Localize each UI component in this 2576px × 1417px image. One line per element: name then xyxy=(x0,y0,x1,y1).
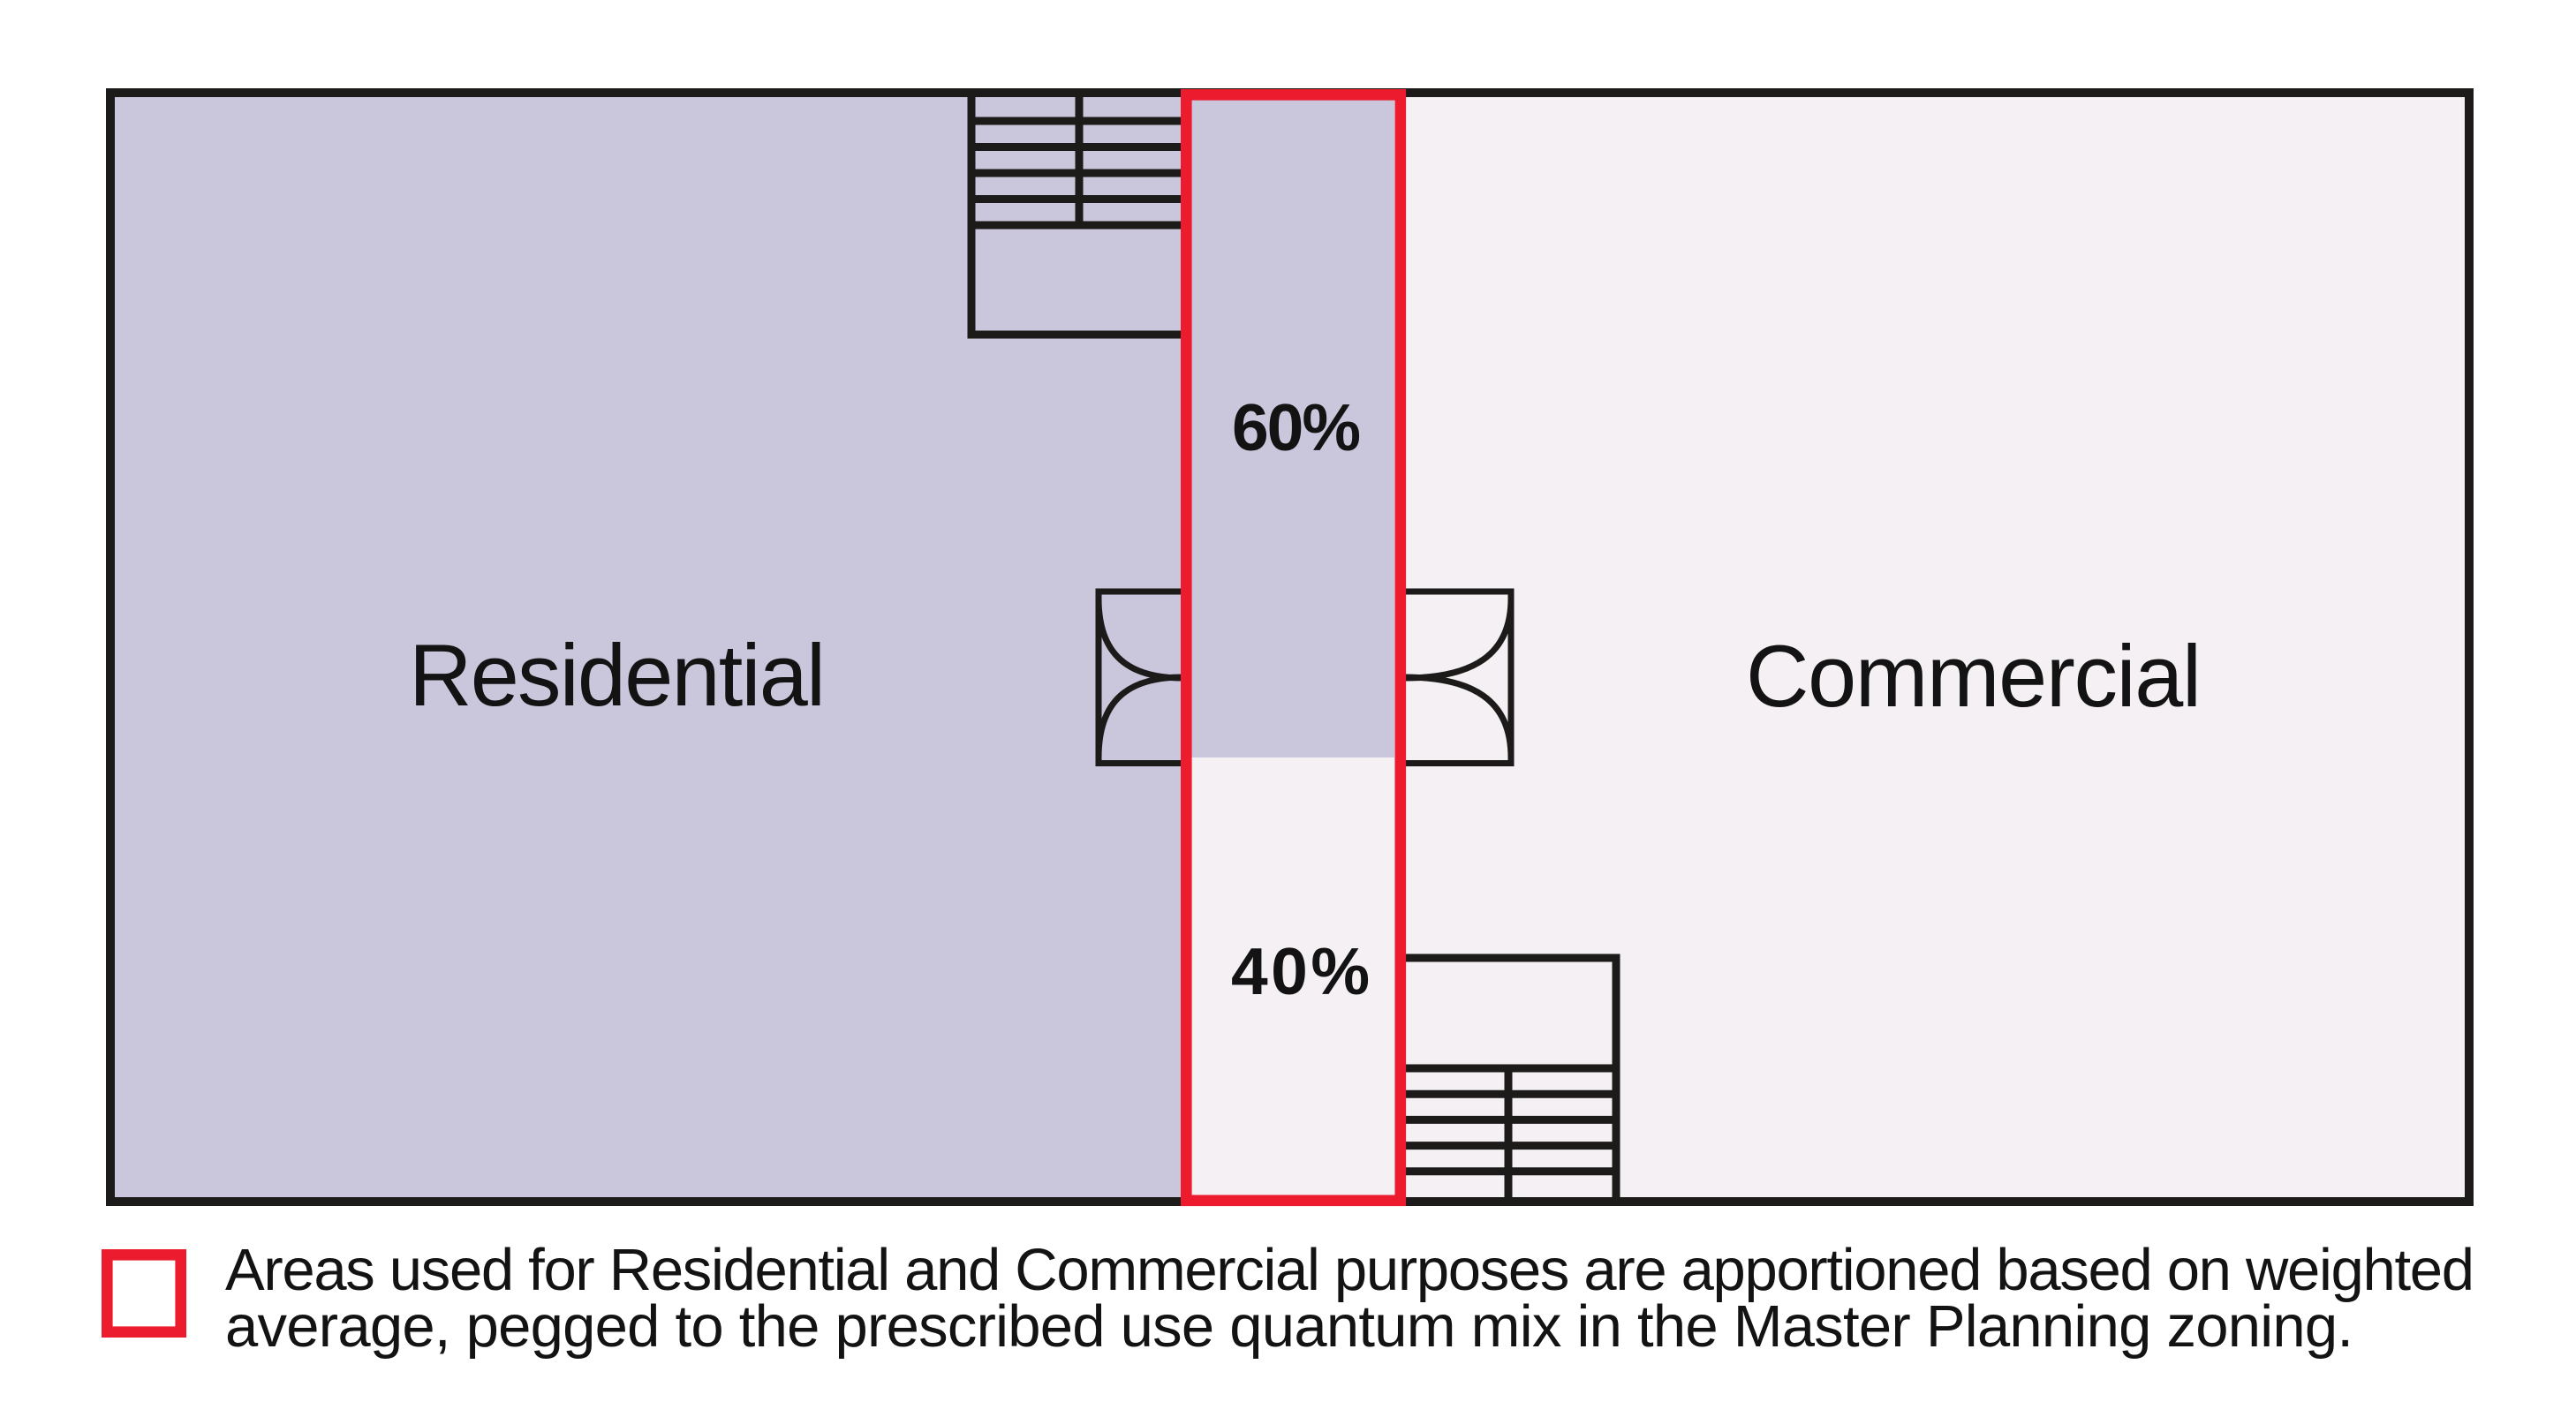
svg-text:40%: 40% xyxy=(1231,934,1370,1008)
svg-text:60%: 60% xyxy=(1232,390,1361,464)
svg-text:Areas used for Residential and: Areas used for Residential and Commercia… xyxy=(225,1237,2474,1303)
svg-text:Residential: Residential xyxy=(409,626,826,724)
svg-text:average, pegged to the prescri: average, pegged to the prescribed use qu… xyxy=(225,1293,2353,1360)
svg-text:Commercial: Commercial xyxy=(1746,627,2202,725)
